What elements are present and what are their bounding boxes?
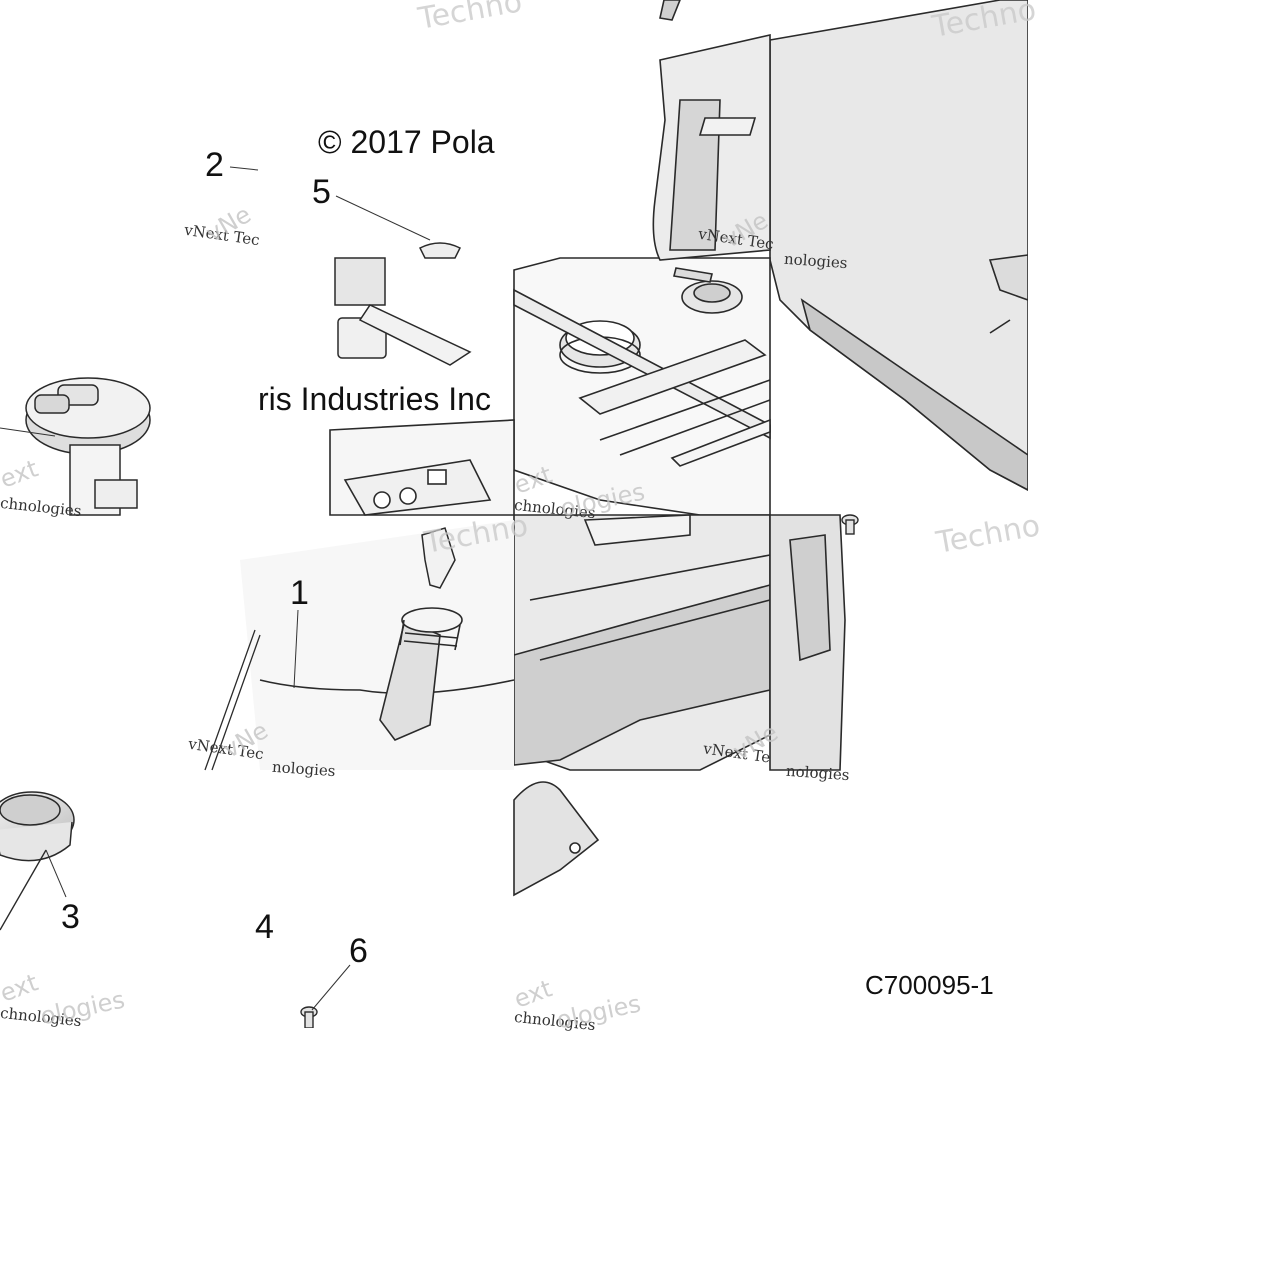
watermark-nologies-1: nologies [783,249,849,273]
copyright-fragment-2: ris Industries Inc [258,381,491,417]
callout-6: 6 [349,932,368,970]
watermark-nologies-3: nologies [785,761,851,785]
watermark-nologies-2: nologies [271,757,337,781]
copyright-fragment-1: © 2017 Pola [318,124,495,160]
callout-4: 4 [255,908,274,946]
fuel-cap [0,791,75,931]
fuel-tank [240,0,1029,897]
vent-hose [204,629,261,771]
clip [418,242,462,589]
fuel-pump [25,257,472,516]
leader-lines [0,166,431,1011]
callout-2: 2 [205,146,224,184]
callout-5: 5 [312,173,331,211]
callout-3: 3 [61,898,80,936]
callout-1: 1 [290,574,309,612]
figure-code: C700095-1 [865,970,994,1000]
